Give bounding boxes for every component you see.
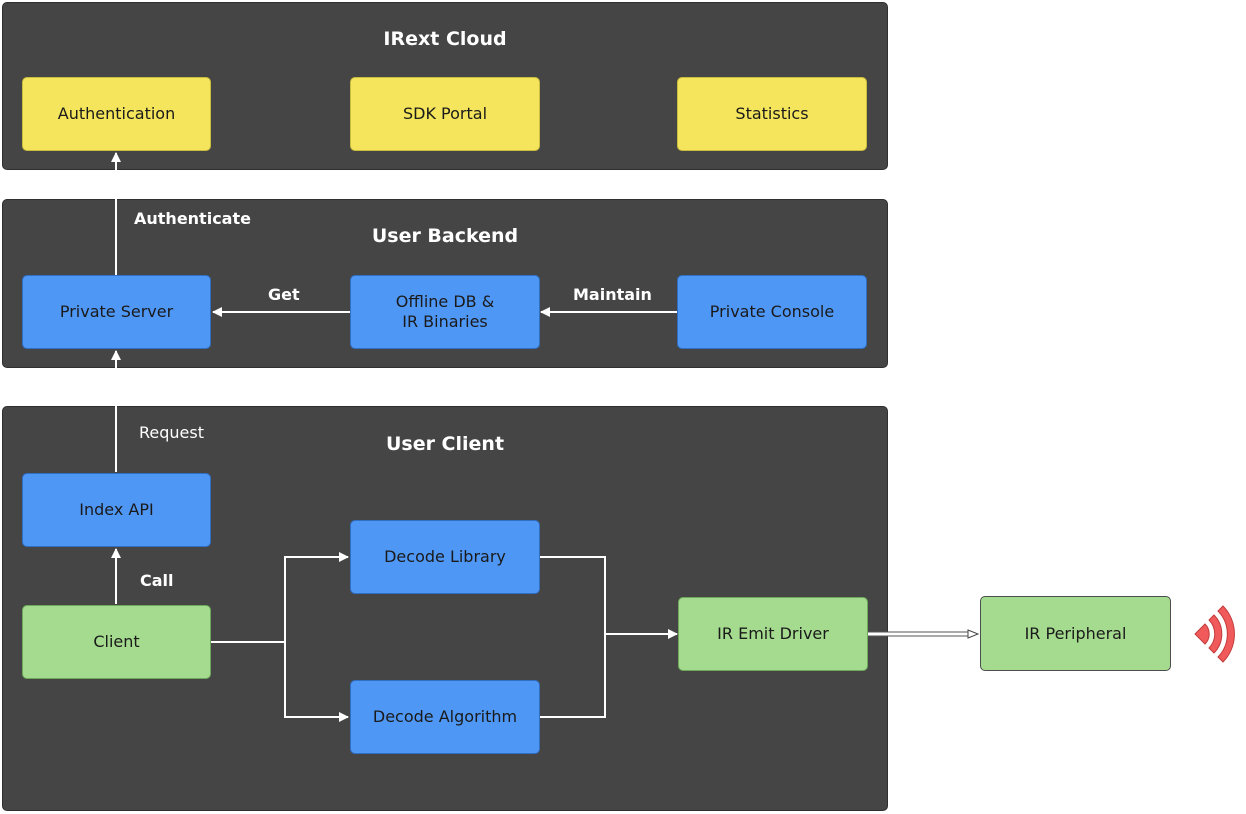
- private-console-node: Private Console: [677, 275, 867, 349]
- sdk-portal-node: SDK Portal: [350, 77, 540, 151]
- offline-db-node: Offline DB & IR Binaries: [350, 275, 540, 349]
- edge-client-to-decode-library: [211, 552, 349, 643]
- edge-client-to-decode-algorithm: [284, 642, 349, 722]
- wireless-signal-icon: [1194, 605, 1235, 663]
- authentication-node: Authentication: [22, 77, 211, 151]
- user-backend-title: User Backend: [371, 225, 519, 247]
- edge-decode-library-to-driver: [540, 556, 606, 634]
- private-server-node: Private Server: [22, 275, 211, 349]
- index-api-node: Index API: [22, 473, 211, 547]
- decode-library-node: Decode Library: [350, 520, 540, 594]
- edge-decode-algorithm-to-driver: [540, 634, 606, 718]
- statistics-node: Statistics: [677, 77, 867, 151]
- ir-emit-driver-node: IR Emit Driver: [678, 597, 868, 671]
- edge-label-authenticate: Authenticate: [134, 209, 251, 228]
- edge-label-get: Get: [268, 285, 300, 304]
- ir-peripheral-node: IR Peripheral: [980, 596, 1171, 671]
- irext-cloud-title: IRext Cloud: [383, 28, 507, 50]
- edge-label-call: Call: [140, 571, 174, 590]
- client-node: Client: [22, 605, 211, 679]
- edge-label-maintain: Maintain: [573, 285, 652, 304]
- user-client-title: User Client: [385, 433, 505, 455]
- edge-label-request: Request: [139, 423, 204, 442]
- decode-algorithm-node: Decode Algorithm: [350, 680, 540, 754]
